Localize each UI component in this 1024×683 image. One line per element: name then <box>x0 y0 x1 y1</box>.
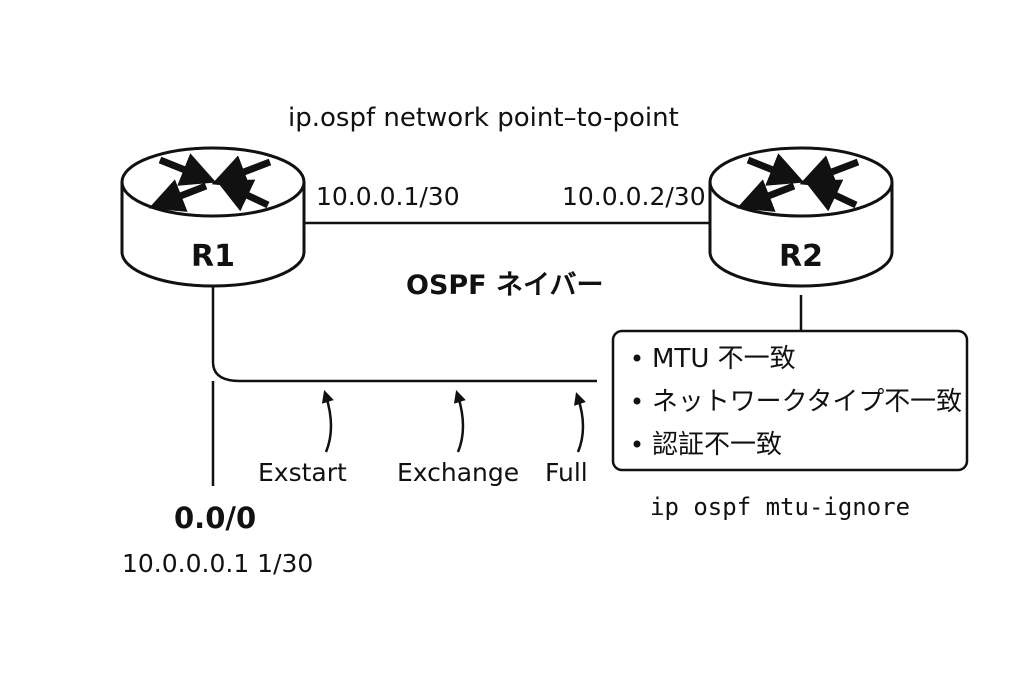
state-arrow-exchange <box>453 390 466 453</box>
top-command-text: ip.ospf network point–to-point <box>288 103 679 133</box>
fix-command-text: ip ospf mtu-ignore <box>650 493 910 521</box>
state-arrow-exstart <box>321 390 334 453</box>
issue-item-mtu: MTU 不一致 <box>652 344 796 374</box>
router-r1-ip: 10.0.0.1/30 <box>316 182 460 211</box>
router-r1-name: R1 <box>191 239 235 274</box>
bullet-icon <box>633 440 641 448</box>
issue-item-network-type: ネットワークタイプ不一致 <box>652 387 962 417</box>
issue-item-auth: 認証不一致 <box>652 430 782 460</box>
state-label-exstart: Exstart <box>258 458 347 487</box>
router-icon <box>708 146 894 288</box>
router-r2-name: R2 <box>779 239 823 274</box>
router-r2: R2 <box>708 146 894 288</box>
router-icon <box>120 146 306 288</box>
state-label-full: Full <box>545 458 588 487</box>
router-r2-ip: 10.0.0.2/30 <box>562 182 706 211</box>
bullet-icon <box>633 354 641 362</box>
link-title: OSPF ネイバー <box>406 270 604 301</box>
interface-ip: 10.0.0.0.1 1/30 <box>122 549 313 578</box>
bullet-icon <box>633 397 641 405</box>
state-label-exchange: Exchange <box>397 458 519 487</box>
interface-name: 0.0/0 <box>174 501 256 535</box>
neighbor-path-line <box>211 287 597 383</box>
router-r1: R1 <box>120 146 306 288</box>
state-arrow-full <box>574 392 586 453</box>
issues-box: MTU 不一致 ネットワークタイプ不一致 認証不一致 <box>611 329 969 472</box>
